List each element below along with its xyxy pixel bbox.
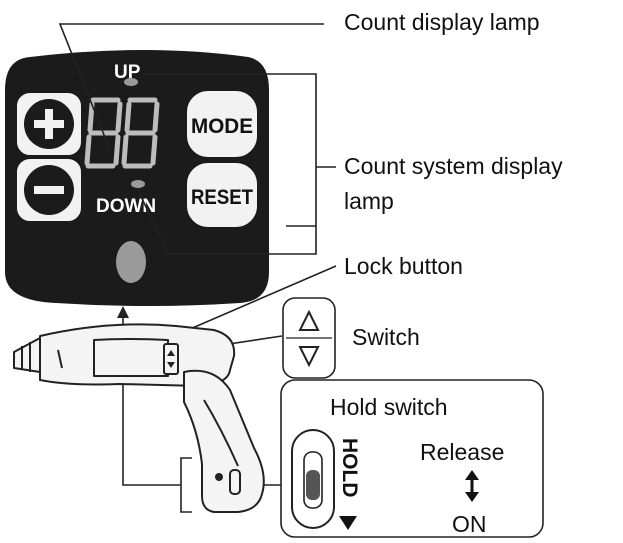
- switch-diagram[interactable]: [282, 297, 336, 379]
- reset-button-label: RESET: [191, 186, 253, 209]
- count-system-display-lamp-label: Count system display: [344, 153, 563, 179]
- count-display-lamp-label: Count display lamp: [344, 9, 540, 35]
- release-label: Release: [420, 439, 505, 465]
- count-system-display-lamp-label-line2: lamp: [344, 188, 394, 214]
- plus-button[interactable]: [15, 91, 83, 157]
- hold-switch[interactable]: [291, 429, 335, 529]
- triangle-down-icon: [298, 346, 320, 368]
- arrow-up-icon: [117, 306, 129, 318]
- double-arrow-icon: [465, 470, 479, 502]
- hold-switch-label: Hold switch: [330, 394, 448, 420]
- minus-button[interactable]: [15, 157, 83, 223]
- screwdriver-drawing: [13, 323, 265, 513]
- hold-label: HOLD: [338, 438, 361, 498]
- mode-button[interactable]: MODE: [185, 89, 259, 159]
- triangle-up-icon: [298, 309, 320, 331]
- count-display-lamp: [124, 78, 138, 86]
- switch-label: Switch: [352, 324, 420, 350]
- lock-button[interactable]: [116, 241, 146, 283]
- reset-button[interactable]: RESET: [185, 161, 259, 229]
- up-label: UP: [114, 62, 141, 83]
- mode-button-label: MODE: [191, 115, 253, 138]
- down-label: DOWN: [96, 196, 156, 217]
- lock-button-label: Lock button: [344, 253, 463, 279]
- triangle-down-icon: [339, 516, 357, 530]
- count-system-display-lamp: [131, 180, 145, 188]
- hold-switch-box: [280, 379, 544, 538]
- on-label: ON: [452, 511, 487, 537]
